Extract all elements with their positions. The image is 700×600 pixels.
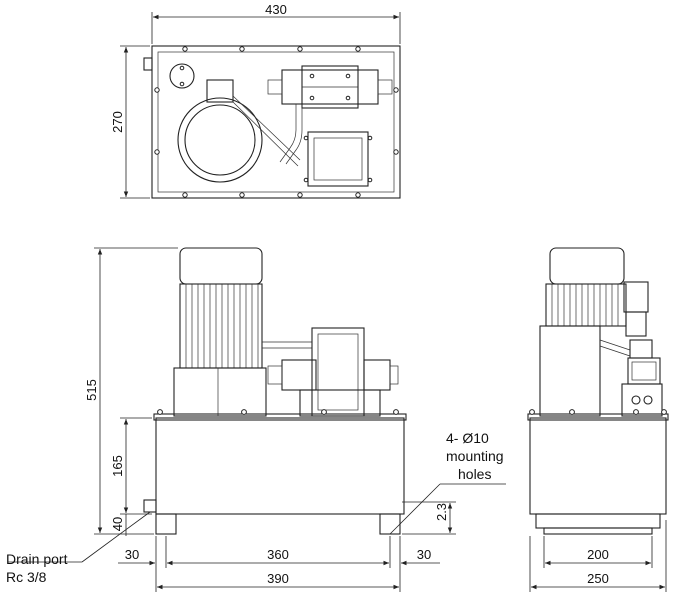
side-view xyxy=(527,247,669,535)
tank-height-dimension: 165 xyxy=(110,417,152,515)
dim-top-height: 270 xyxy=(110,111,125,133)
dim-side-inner: 200 xyxy=(587,547,609,562)
dim-front-height: 515 xyxy=(84,379,99,401)
drain-port-label: Drain port xyxy=(6,551,68,567)
dim-top-width: 430 xyxy=(265,2,287,17)
mounting-holes-word: mounting xyxy=(446,448,504,464)
motor-fins xyxy=(185,284,259,368)
front-height-dimension: 515 xyxy=(84,247,178,535)
drain-port-callout: Drain port Rc 3/8 xyxy=(6,511,151,585)
mounting-holes-callout: 4- Ø10 mounting holes xyxy=(389,430,506,535)
dim-base-height: 40 xyxy=(110,517,125,531)
front-bottom-dimensions: 30 360 30 390 xyxy=(118,536,440,592)
base-height-dimension: 40 xyxy=(110,514,127,536)
top-height-dimension: 270 xyxy=(110,45,150,199)
drain-port-thread: Rc 3/8 xyxy=(6,569,47,585)
dim-hole-spacing: 360 xyxy=(267,547,289,562)
front-view xyxy=(143,247,407,535)
mounting-holes-label: holes xyxy=(458,466,491,482)
dim-side-overall: 250 xyxy=(587,571,609,586)
dim-clearance: 2.3 xyxy=(434,503,449,521)
top-width-dimension: 430 xyxy=(151,2,401,44)
mounting-holes-count: 4- Ø10 xyxy=(446,430,489,446)
clearance-dimension: 2.3 xyxy=(402,501,456,535)
dim-overall-base: 390 xyxy=(267,571,289,586)
top-bolt-holes xyxy=(154,46,399,198)
dim-right-offset: 30 xyxy=(417,547,431,562)
dim-left-offset: 30 xyxy=(125,547,139,562)
side-motor-fins xyxy=(551,284,619,326)
side-bottom-dimensions: 200 250 xyxy=(529,520,667,592)
top-view xyxy=(143,45,401,199)
dim-tank-height: 165 xyxy=(110,455,125,477)
